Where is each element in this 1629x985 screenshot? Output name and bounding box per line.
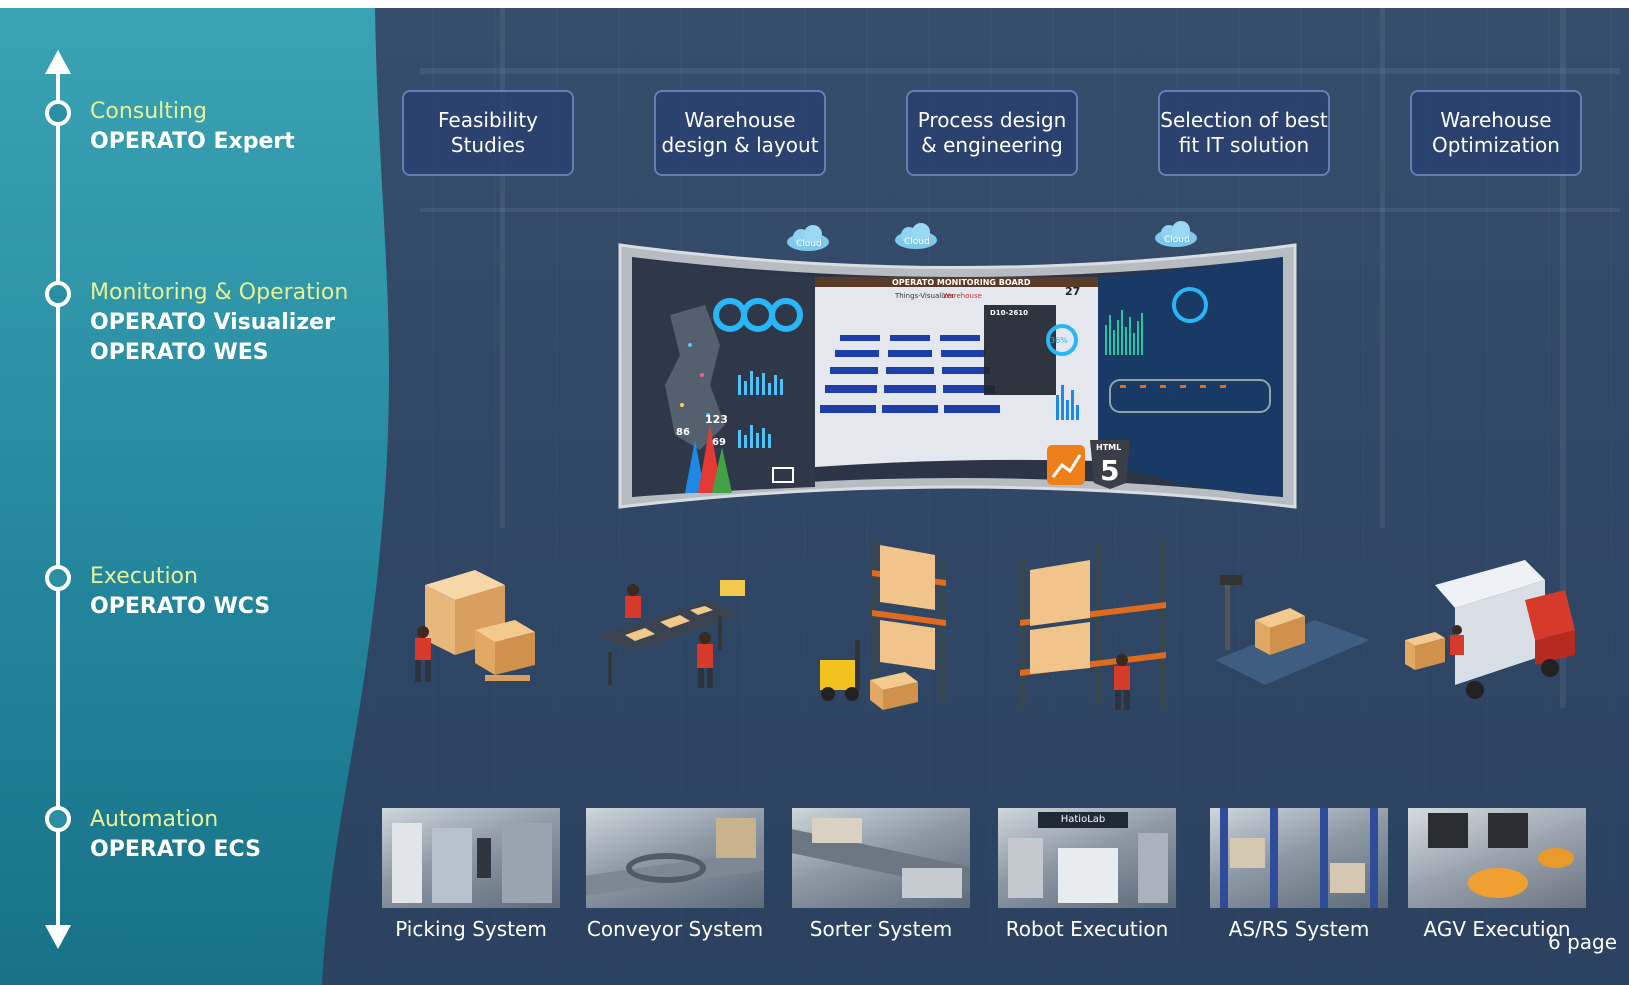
scene-truck-loading xyxy=(1405,560,1575,699)
lifecycle-axis xyxy=(56,58,60,938)
consulting-box-feasibility: Feasibility Studies xyxy=(402,90,574,176)
map-value: 69 xyxy=(712,437,726,448)
photo-conveyor-system xyxy=(586,808,764,908)
caption-conveyor-system: Conveyor System xyxy=(586,917,764,941)
stage-execution: Execution OPERATO WCS xyxy=(90,562,270,622)
stage-product: OPERATO Expert xyxy=(90,129,295,154)
chart-app-icon xyxy=(1047,445,1085,485)
caption-asrs-system: AS/RS System xyxy=(1228,917,1370,941)
stage-category: Monitoring & Operation xyxy=(90,280,349,305)
caption-agv-execution: AGV Execution xyxy=(1423,917,1571,941)
board-cursor-frame xyxy=(772,467,794,483)
board-header: Things-Visualizer xyxy=(894,292,954,300)
caption-picking-system: Picking System xyxy=(395,917,547,941)
photo-agv-execution xyxy=(1408,808,1586,908)
map-value: 86 xyxy=(676,427,690,438)
monitoring-board: 123 86 69 OPERATO MONITORING BOARD Thing… xyxy=(618,243,1297,509)
board-title: OPERATO MONITORING BOARD xyxy=(892,278,1031,287)
photo-robot-execution: HatioLab xyxy=(998,808,1176,908)
stage-monitoring: Monitoring & Operation OPERATO Visualize… xyxy=(90,278,348,368)
photo-sorter-system xyxy=(792,808,970,908)
stage-category: Consulting xyxy=(90,99,207,124)
stage-automation: Automation OPERATO ECS xyxy=(90,805,261,865)
stage-category: Execution xyxy=(90,564,198,589)
stage-node-automation xyxy=(45,806,71,832)
scene-manual-picking xyxy=(415,570,535,682)
kpi-value: 27 xyxy=(1065,285,1080,298)
consulting-box-process-design: Process design & engineering xyxy=(906,90,1078,176)
scene-storage-rack xyxy=(1020,540,1166,710)
stage-consulting: Consulting OPERATO Expert xyxy=(90,97,295,157)
page-number: 6 page xyxy=(1548,930,1618,954)
html5-icon xyxy=(1090,440,1130,489)
stage-product: OPERATO WES xyxy=(90,340,269,365)
arrow-down-icon xyxy=(45,925,71,949)
stage-category: Automation xyxy=(90,807,219,832)
cloud-icon: Cloud xyxy=(787,225,829,251)
stage-product: OPERATO Visualizer xyxy=(90,310,335,335)
cloud-label: Cloud xyxy=(796,239,822,249)
arrow-up-icon xyxy=(45,50,71,74)
caption-robot-execution: Robot Execution xyxy=(1005,917,1169,941)
scene-conveyor-line xyxy=(600,580,745,688)
consulting-box-it-selection: Selection of best fit IT solution xyxy=(1158,90,1330,176)
stage-node-consulting xyxy=(45,100,71,126)
stage-node-execution xyxy=(45,565,71,591)
stage-node-monitoring xyxy=(45,281,71,307)
cloud-label: Cloud xyxy=(1164,235,1190,245)
consulting-box-optimization: Warehouse Optimization xyxy=(1410,90,1582,176)
html5-number: 5 xyxy=(1100,454,1119,487)
robot-photo-sign: HatioLab xyxy=(1038,812,1128,828)
cloud-icon: Cloud xyxy=(895,223,937,249)
map-value: 123 xyxy=(705,413,728,426)
scene-forklift-rack xyxy=(820,540,946,710)
photo-picking-system xyxy=(382,808,560,908)
html5-label: HTML xyxy=(1096,443,1121,452)
board-header-accent: Warehouse xyxy=(943,292,982,300)
caption-sorter-system: Sorter System xyxy=(809,917,953,941)
cloud-label: Cloud xyxy=(904,237,930,247)
scene-weighing-station xyxy=(1215,575,1370,692)
stage-product: OPERATO ECS xyxy=(90,837,261,862)
cloud-icon: Cloud xyxy=(1155,221,1197,247)
detail-title: D10-2610 xyxy=(990,309,1028,317)
consulting-box-warehouse-design: Warehouse design & layout xyxy=(654,90,826,176)
gauge-value: 36% xyxy=(1050,336,1068,345)
stage-product: OPERATO WCS xyxy=(90,594,271,619)
photo-asrs-system xyxy=(1210,808,1388,908)
